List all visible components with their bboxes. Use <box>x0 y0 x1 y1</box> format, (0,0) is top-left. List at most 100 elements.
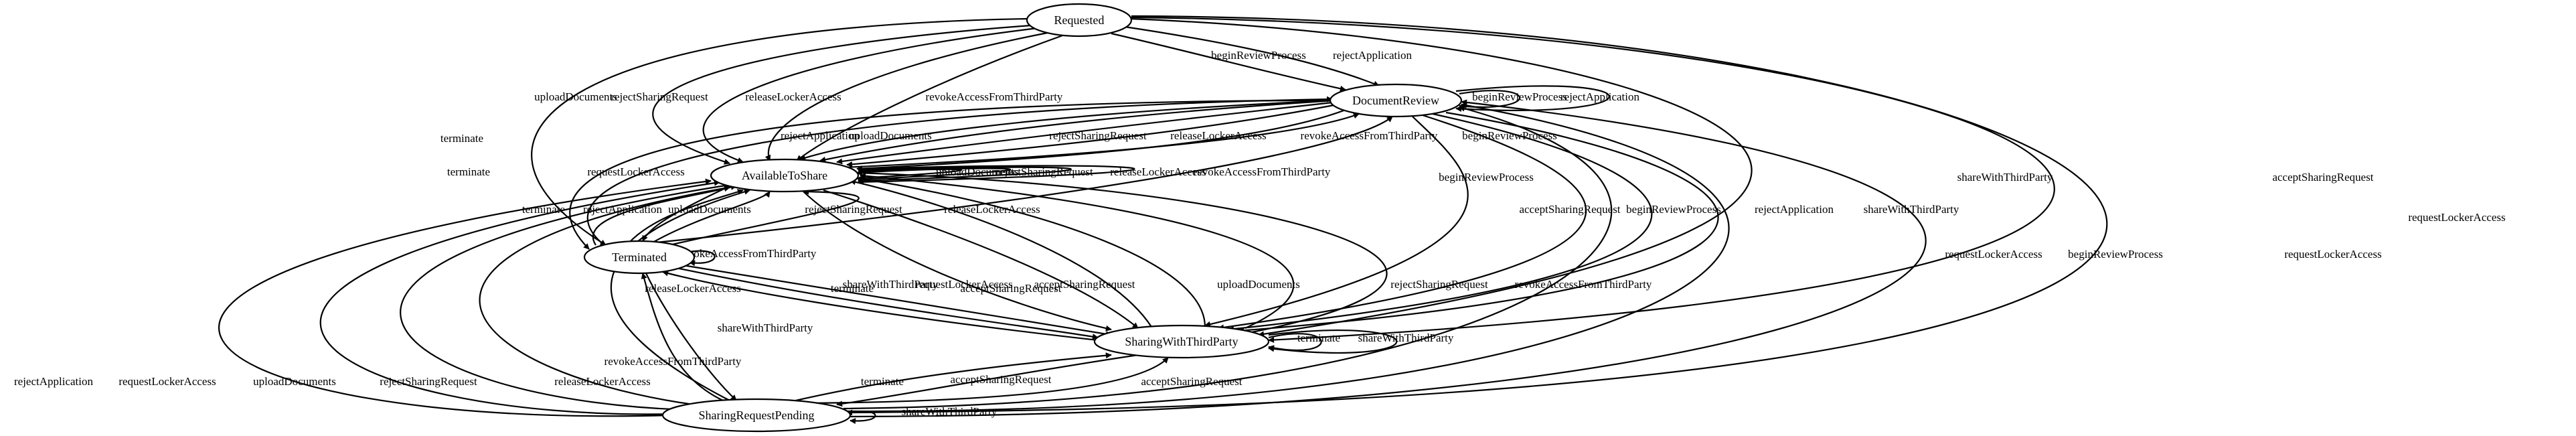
transition-line <box>860 173 1295 329</box>
transition-label: uploadDocuments <box>849 129 932 142</box>
transition-label: rejectApplication <box>1755 203 1834 216</box>
transition-label: terminate <box>1297 332 1340 344</box>
transition-line <box>689 250 716 267</box>
transition-line <box>641 273 724 401</box>
transition-line <box>846 102 1345 167</box>
transition-label: beginReviewProcess <box>1439 171 1534 184</box>
transition-line <box>1131 16 2055 344</box>
transition-SharingWithThirdParty-to-SharingWithThirdParty: shareWithThirdParty <box>1268 330 1454 354</box>
transition-label: revokeAccessFromThirdParty <box>1515 278 1652 291</box>
transition-DocumentReview-to-SharingWithThirdParty: acceptSharingRequest <box>1204 116 1621 328</box>
transition-SharingWithThirdParty-to-AvailableToShare: releaseLockerAccess <box>645 270 1099 342</box>
transition-DocumentReview-to-SharingWithThirdParty: rejectApplication <box>1228 113 1834 332</box>
transition-SharingWithThirdParty-to-AvailableToShare: uploadDocuments <box>856 175 1300 328</box>
transition-label: acceptSharingRequest <box>960 282 1061 295</box>
transition-label: revokeAccessFromThirdParty <box>1194 165 1331 178</box>
transition-line <box>819 99 1336 163</box>
state-DocumentReview[interactable]: DocumentReview <box>1329 83 1463 118</box>
transition-label: beginReviewProcess <box>1626 203 1721 216</box>
transition-line <box>799 99 1333 161</box>
transition-line <box>823 189 1139 329</box>
transition-AvailableToShare-to-AvailableToShare: revokeAccessFromThirdParty <box>858 165 1331 186</box>
transition-line <box>642 186 730 242</box>
transition-Terminated-to-SharingWithThirdParty: shareWithThirdParty <box>645 273 813 401</box>
transition-Requested-to-SharingWithThirdParty: acceptSharingRequest <box>1131 16 2374 344</box>
transition-label: beginReviewProcess <box>1462 129 1557 142</box>
transition-SharingRequestPending-to-DocumentReview: beginReviewProcess <box>846 102 2163 413</box>
transition-SharingRequestPending-to-AvailableToShare: revokeAccessFromThirdParty <box>605 273 742 401</box>
state-Terminated[interactable]: Terminated <box>583 240 696 275</box>
transition-label: revokeAccessFromThirdParty <box>605 355 742 368</box>
transition-label: rejectApplication <box>781 129 860 142</box>
transition-Terminated-to-DocumentReview: beginReviewProcess <box>655 116 1534 244</box>
transition-line <box>803 191 1112 332</box>
transition-SharingRequestPending-to-AvailableToShare: requestLockerAccess <box>118 179 720 415</box>
transition-line <box>856 175 1206 328</box>
transition-label: shareWithThirdParty <box>843 278 939 291</box>
transition-Terminated-to-AvailableToShare: revokeAccessFromThirdParty <box>679 247 817 267</box>
transition-label: shareWithThirdParty <box>718 321 813 334</box>
transition-line <box>846 15 2108 416</box>
transition-line <box>789 352 1112 403</box>
transition-label: requestLockerAccess <box>118 375 216 388</box>
transition-line <box>1111 32 1346 92</box>
transition-label: releaseLockerAccess <box>1170 129 1266 142</box>
transition-Terminated-to-SharingRequestPending: requestLockerAccess <box>850 179 1152 328</box>
state-SharingWithThirdParty[interactable]: SharingWithThirdParty <box>1093 324 1270 359</box>
transition-label: uploadDocuments <box>1217 278 1300 291</box>
transition-line <box>856 169 1388 334</box>
transition-label: rejectApplication <box>583 203 663 216</box>
transition-line <box>682 264 1112 338</box>
transition-SharingRequestPending-to-Terminated: terminate <box>789 352 1112 403</box>
transition-Requested-to-DocumentReview: rejectApplication <box>1124 25 1412 87</box>
transition-label: releaseLockerAccess <box>745 90 841 103</box>
state-label: SharingRequestPending <box>699 409 815 422</box>
transition-label: shareWithThirdParty <box>1864 203 1959 216</box>
transition-Requested-to-AvailableToShare: uploadDocuments <box>534 24 1032 165</box>
transition-SharingWithThirdParty-to-AvailableToShare: rejectSharingRequest <box>860 173 1488 329</box>
transition-line <box>652 191 771 243</box>
transition-line <box>850 99 1927 418</box>
state-label: Requested <box>1054 13 1105 27</box>
transition-SharingRequestPending-to-SharingRequestPending: requestLockerAccess <box>850 99 2382 418</box>
transition-line <box>764 31 1052 161</box>
transition-line <box>662 270 1099 342</box>
state-Requested[interactable]: Requested <box>1026 3 1133 38</box>
transition-Terminated-to-SharingWithThirdParty: acceptSharingRequest <box>682 264 1112 338</box>
transition-Requested-to-DocumentReview: beginReviewProcess <box>1111 32 1346 92</box>
transition-label: acceptSharingRequest <box>1034 278 1135 291</box>
transition-Requested-to-SharingWithThirdParty: shareWithThirdParty <box>1129 17 2053 338</box>
transition-line <box>319 179 720 415</box>
transition-label: requestLockerAccess <box>2284 248 2381 261</box>
transition-line <box>846 102 1730 413</box>
transition-DocumentReview-to-AvailableToShare: releaseLockerAccess <box>846 102 1345 167</box>
state-AvailableToShare[interactable]: AvailableToShare <box>710 158 860 193</box>
state-ellipse <box>583 240 696 275</box>
state-ellipse <box>661 398 852 433</box>
transition-line <box>850 411 876 425</box>
transition-line <box>796 33 1065 161</box>
transition-label: uploadDocuments <box>668 203 751 216</box>
transition-label: shareWithThirdParty <box>1957 171 2053 184</box>
transition-DocumentReview-to-SharingWithThirdParty: beginReviewProcess <box>1218 114 1721 331</box>
transition-line <box>1204 116 1469 328</box>
transition-DocumentReview-to-AvailableToShare: uploadDocuments <box>819 99 1336 163</box>
transition-label: rejectSharingRequest <box>1390 278 1488 291</box>
state-ellipse <box>1026 3 1133 38</box>
state-label: SharingWithThirdParty <box>1125 335 1238 348</box>
transition-line <box>1238 111 1719 334</box>
transition-line <box>645 273 737 401</box>
transition-AvailableToShare-to-SharingWithThirdParty: acceptSharingRequest <box>823 189 1139 329</box>
transition-Requested-to-AvailableToShare: revokeAccessFromThirdParty <box>796 33 1065 161</box>
transition-SharingWithThirdParty-to-SharingWithThirdParty: acceptSharingRequest <box>836 354 1139 407</box>
transition-SharingRequestPending-to-SharingWithThirdParty: acceptSharingRequest <box>803 357 1242 405</box>
transition-line <box>586 96 1333 244</box>
transition-label: terminate <box>440 132 483 145</box>
transition-AvailableToShare-to-SharingRequestPending: requestLockerAccess <box>586 96 1333 244</box>
state-ellipse <box>1093 324 1270 359</box>
transition-line <box>836 100 1340 165</box>
transition-label: rejectApplication <box>14 375 94 388</box>
state-SharingRequestPending[interactable]: SharingRequestPending <box>661 398 852 433</box>
transition-line <box>1129 17 1753 338</box>
